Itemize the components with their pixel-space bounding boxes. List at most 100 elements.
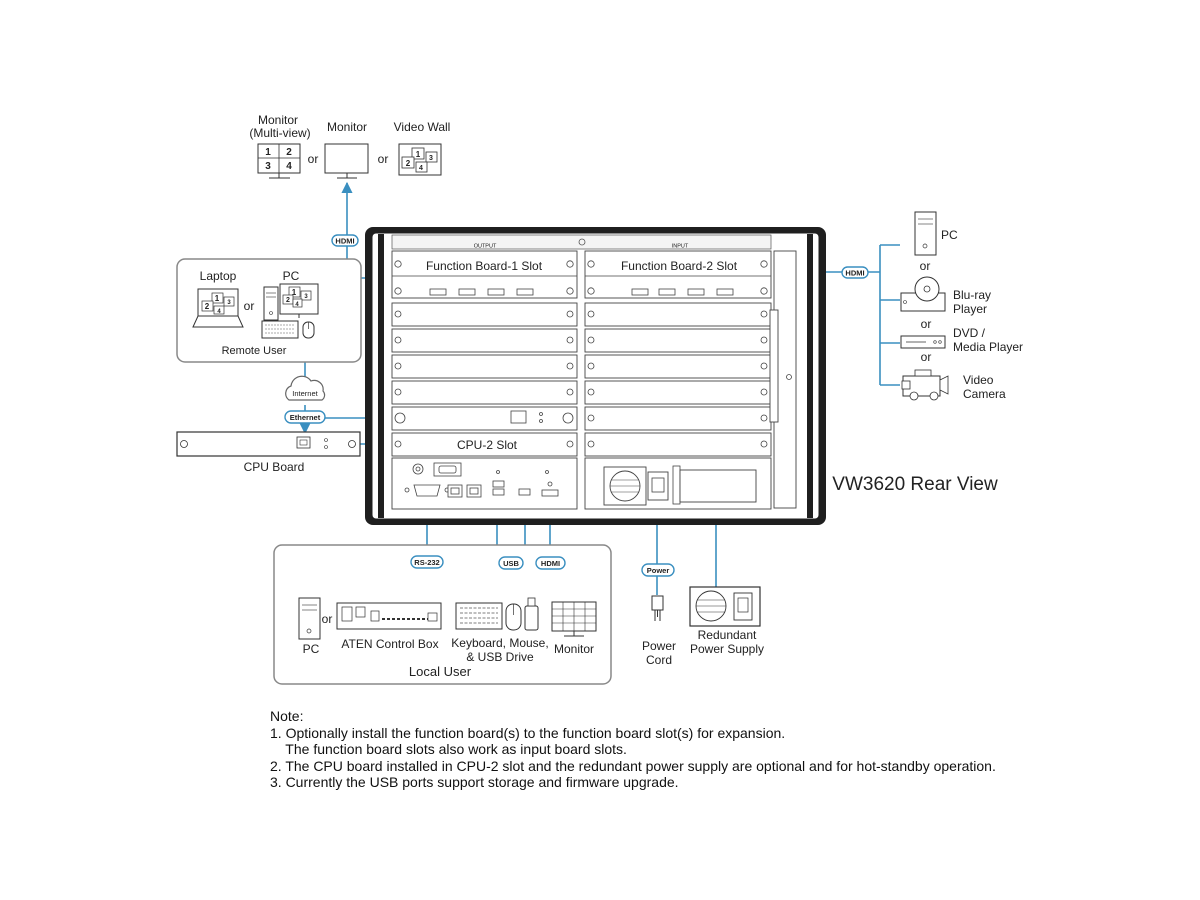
local-user-group: PC or ATEN Control Box Keyboard, Mouse, … (273, 544, 612, 685)
right-slots (584, 302, 772, 457)
svg-text:3: 3 (265, 161, 271, 172)
svg-text:3: 3 (227, 300, 231, 306)
rs232-badge: RS-232 (410, 555, 444, 569)
svg-text:1: 1 (292, 288, 297, 297)
remote-user-group: Laptop PC 1 2 3 4 or 1 2 (176, 258, 362, 363)
mouse-icon (505, 603, 522, 631)
svg-text:1: 1 (416, 150, 421, 159)
cpu-2-slot-label: CPU-2 Slot (457, 438, 518, 452)
power-cord-label-line1: Power (642, 639, 676, 653)
note-3: 3. Currently the USB ports support stora… (270, 774, 679, 790)
cpu-board: CPU Board (176, 431, 361, 474)
power-socket-icon (647, 471, 669, 501)
multiview-monitor-icon: 1 2 3 4 (257, 143, 301, 179)
function-board-1-label: Function Board-1 Slot (426, 259, 543, 273)
bluray-label-line2: Player (953, 302, 987, 316)
monitor-label: Monitor (327, 120, 367, 134)
hdmi-local-badge: HDMI (535, 556, 566, 570)
video-camera-label-line2: Camera (963, 387, 1006, 401)
svg-text:Ethernet: Ethernet (290, 413, 321, 422)
svg-text:3: 3 (429, 155, 433, 162)
hdmi-in-ports (631, 288, 734, 296)
monitor-multiview-sublabel: (Multi-view) (249, 126, 310, 140)
or-label: or (322, 612, 333, 626)
note-heading: Note: (270, 708, 304, 724)
psu-fan-icon (603, 466, 647, 506)
output-strip-label: OUTPUT (474, 244, 497, 250)
svg-text:1: 1 (265, 147, 271, 158)
note-2: 2. The CPU board installed in CPU-2 slot… (270, 757, 996, 774)
note-1: 1. Optionally install the function board… (270, 724, 786, 741)
cpu-1-ports (404, 462, 559, 498)
usb-badge: USB (498, 556, 524, 570)
svg-text:RS-232: RS-232 (414, 558, 439, 567)
keyboard-mouse-usb-label-line1: Keyboard, Mouse, (451, 636, 548, 650)
or-label: or (244, 299, 255, 313)
svg-text:HDMI: HDMI (845, 269, 864, 278)
svg-text:2: 2 (406, 159, 411, 168)
keyboard-mouse-usb-label-line2: & USB Drive (466, 650, 534, 664)
laptop-icon: 1 2 3 4 (192, 288, 244, 328)
mouse-icon (302, 321, 315, 339)
monitor-multiview-label: Monitor (258, 113, 298, 127)
local-user-label: Local User (409, 664, 472, 679)
local-monitor-label: Monitor (554, 642, 594, 656)
monitor-icon (324, 143, 369, 179)
keyboard-icon (261, 320, 299, 339)
video-wall-label: Video Wall (394, 120, 451, 134)
svg-text:2: 2 (286, 297, 290, 304)
local-pc-label: PC (303, 642, 320, 656)
video-sources: PC or Blu-ray Player or DVD / Media Play… (900, 211, 1023, 401)
remote-user-label: Remote User (222, 345, 287, 357)
svg-text:2: 2 (205, 302, 210, 311)
hdmi-in-badge: HDMI (841, 266, 869, 279)
video-camera-icon (901, 369, 949, 401)
svg-text:4: 4 (217, 309, 221, 315)
or-label: or (921, 350, 932, 364)
pc-source-icon (914, 211, 937, 256)
dvd-player-icon (900, 335, 946, 349)
keyboard-icon (455, 602, 503, 630)
function-board-2-label: Function Board-2 Slot (621, 259, 738, 273)
redundant-psu-label-line1: Redundant (698, 628, 757, 642)
bluray-label-line1: Blu-ray (953, 288, 991, 302)
dvd-label-line1: DVD / (953, 326, 986, 340)
svg-text:Power: Power (647, 566, 670, 575)
usb-drive-icon (524, 597, 539, 631)
hdmi-out-ports (429, 288, 534, 296)
note-1b: The function board slots also work as in… (270, 741, 627, 757)
ethernet-badge: Ethernet (284, 410, 326, 424)
svg-text:1: 1 (215, 294, 220, 303)
video-wall-icon: 1 2 3 4 (398, 143, 442, 176)
power-cord-label-line2: Cord (646, 653, 672, 667)
cpu-board-label: CPU Board (244, 460, 305, 474)
input-strip-label: INPUT (672, 244, 689, 250)
svg-text:USB: USB (503, 559, 519, 568)
notes: Note: 1. Optionally install the function… (270, 708, 996, 791)
local-monitor-icon (551, 601, 597, 637)
left-slots (391, 302, 578, 457)
or-label: or (921, 317, 932, 331)
vw3620-chassis: OUTPUT INPUT Function Board-1 Slot Funct… (365, 227, 998, 525)
svg-text:HDMI: HDMI (541, 559, 560, 568)
svg-text:4: 4 (295, 302, 299, 308)
internet-label: Internet (292, 389, 318, 398)
pc-source-label: PC (941, 228, 958, 242)
output-devices: Monitor (Multi-view) 1 2 3 4 or Monitor … (249, 113, 451, 179)
power-badge: Power (641, 563, 675, 577)
redundant-psu-icon (689, 586, 761, 627)
or-label: or (378, 152, 389, 166)
internet-cloud-icon: Internet (285, 375, 326, 401)
video-camera-label-line1: Video (963, 373, 994, 387)
or-label: or (308, 152, 319, 166)
pc-icon: 1 2 3 4 (263, 283, 319, 321)
control-box-label: ATEN Control Box (341, 637, 438, 651)
bluray-player-icon (900, 276, 946, 312)
chassis-title: VW3620 Rear View (832, 474, 998, 495)
hdmi-badge: HDMI (331, 234, 359, 247)
svg-text:4: 4 (286, 161, 292, 172)
svg-text:4: 4 (419, 165, 423, 172)
aten-control-box-icon (336, 602, 442, 630)
redundant-psu-label-line2: Power Supply (690, 642, 764, 656)
